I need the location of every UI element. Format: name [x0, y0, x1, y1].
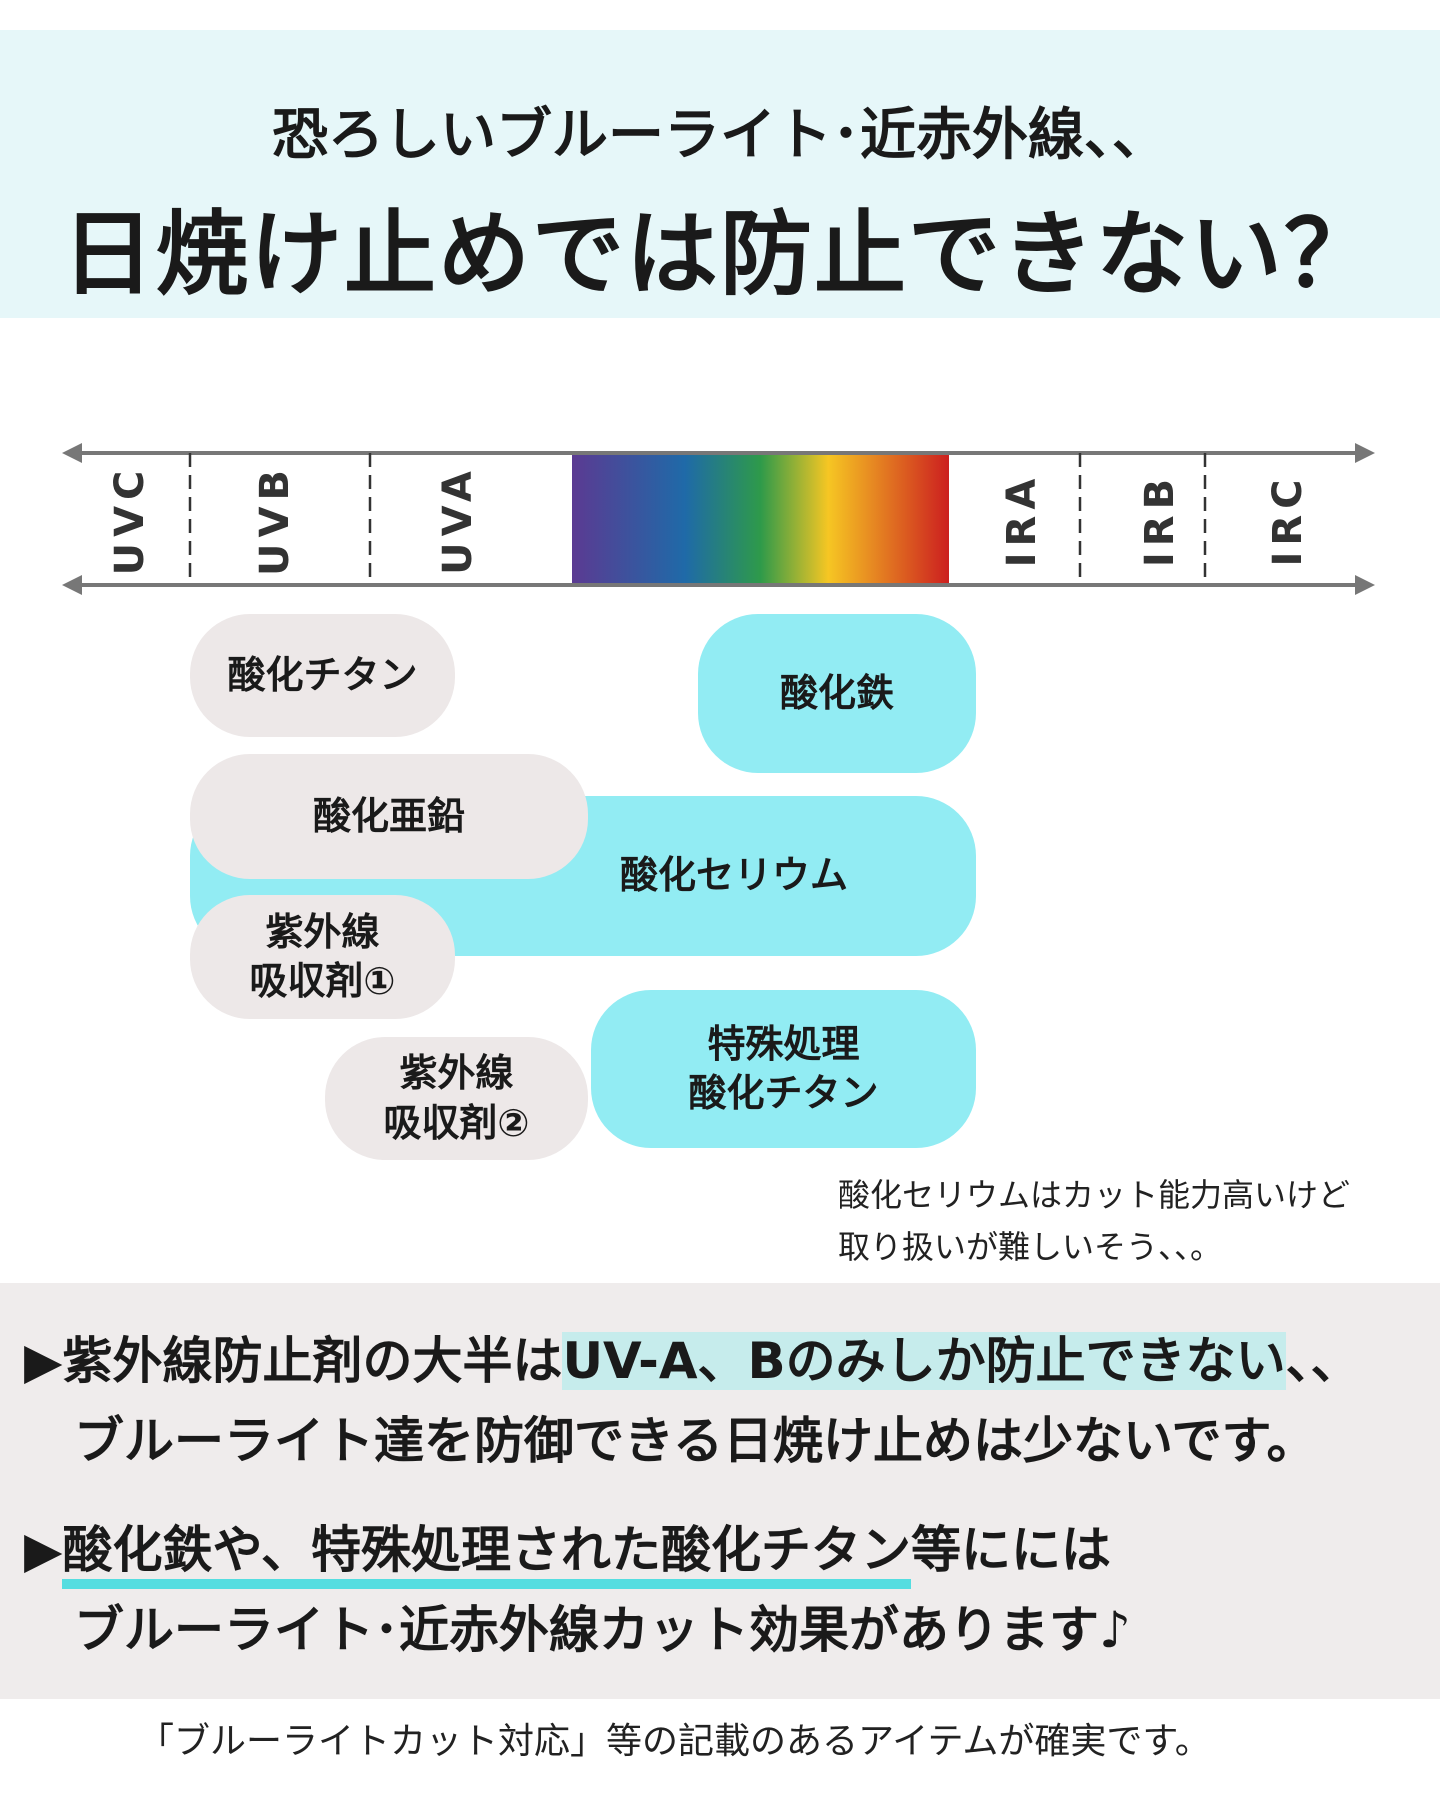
pill-label: 吸収剤② — [383, 1100, 530, 1145]
text: 等にには — [910, 1521, 1111, 1579]
title-banner: 恐ろしいブルーライト･近赤外線、、 日焼け止めでは防止できない？ — [0, 30, 1440, 318]
pill-label: 酸化鉄 — [779, 670, 894, 715]
triangle-bullet-icon: ▶ — [24, 1332, 63, 1390]
label-uvc: UVC — [107, 464, 153, 576]
point2-line1: ▶酸化鉄や、特殊処理された酸化チタン等にには — [24, 1510, 1111, 1589]
pill-label: 酸化チタン — [227, 652, 418, 697]
page-title: 日焼け止めでは防止できない？ — [61, 201, 1378, 308]
highlighted-text: UV-A、Bのみしか防止できない — [562, 1332, 1286, 1390]
point1-line2: ブルーライト達を防御できる日焼け止めは少ないです。 — [74, 1412, 1317, 1470]
pill-zinc-oxide: 酸化亜鉛 — [190, 754, 588, 879]
pill-label: 特殊処理 — [707, 1021, 860, 1066]
pill-label: 酸化亜鉛 — [312, 793, 465, 838]
label-uva: UVA — [435, 465, 481, 575]
pill-uv-absorber-2: 紫外線吸収剤② — [325, 1037, 588, 1160]
triangle-bullet-icon: ▶ — [24, 1521, 63, 1579]
point2-line2: ブルーライト･近赤外線カット効果があります♪ — [74, 1601, 1131, 1659]
handwritten-note-line1: 酸化セリウムはカット能力高いけど — [838, 1176, 1351, 1214]
subtitle: 恐ろしいブルーライト･近赤外線、、 — [272, 103, 1168, 168]
label-irb: IRB — [1137, 472, 1183, 568]
pill-label: 紫外線 — [265, 909, 380, 954]
label-irc: IRC — [1265, 473, 1311, 567]
label-uvb: UVB — [252, 464, 298, 576]
text: 紫外線防止剤の大半は — [62, 1332, 563, 1390]
label-ira: IRA — [999, 472, 1045, 568]
pill-label: 吸収剤① — [249, 959, 396, 1003]
underlined-text: 酸化鉄や、特殊処理された酸化チタン — [62, 1521, 911, 1589]
pill-label: 酸化セリウム — [620, 853, 849, 898]
text: 、、 — [1285, 1332, 1361, 1390]
pill-iron-oxide: 酸化鉄 — [698, 614, 976, 773]
point1-line1: ▶紫外線防止剤の大半はUV-A、Bのみしか防止できない、、 — [24, 1321, 1361, 1393]
summary-box: ▶紫外線防止剤の大半はUV-A、Bのみしか防止できない、、 ブルーライト達を防御… — [0, 1283, 1440, 1699]
light-spectrum-diagram: UVC UVB UVA IRA IRB IRC — [60, 440, 1380, 600]
visible-light-band — [572, 453, 949, 585]
footer-note: 「ブルーライトカット対応」等の記載のあるアイテムが確実です。 — [138, 1721, 1211, 1762]
pill-label: 酸化チタン — [688, 1071, 879, 1115]
pill-titanium-oxide: 酸化チタン — [190, 614, 455, 737]
handwritten-note-line2: 取り扱いが難しいそう、、。 — [838, 1228, 1223, 1266]
spectrum-lines — [62, 443, 1375, 595]
pill-treated-titanium-oxide: 特殊処理酸化チタン — [591, 990, 976, 1148]
pill-label: 紫外線 — [399, 1051, 514, 1096]
pill-uv-absorber-1: 紫外線吸収剤① — [190, 895, 455, 1019]
